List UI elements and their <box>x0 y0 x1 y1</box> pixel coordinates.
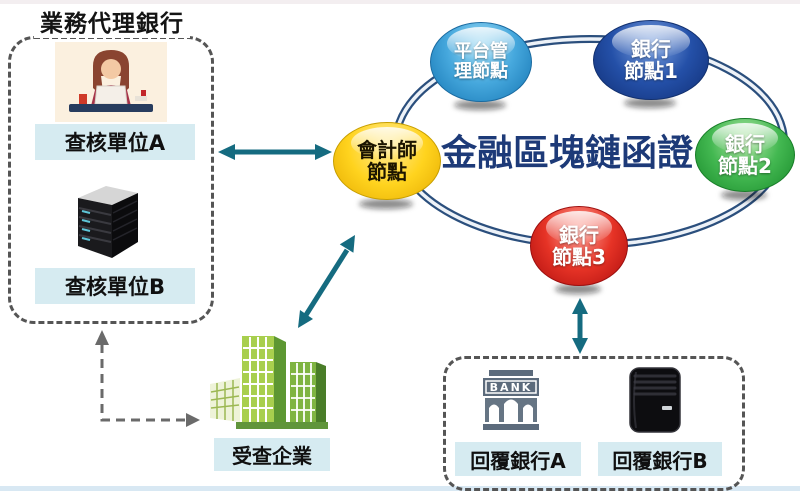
arrow-accountant-enterprise <box>298 235 355 328</box>
node-bank3-line1: 銀行 <box>559 222 599 247</box>
node-bank3-line2: 節點3 <box>552 245 606 269</box>
agency-box-title: 業務代理銀行 <box>34 4 190 38</box>
arrow-agency-accountant <box>218 144 332 160</box>
server-tower-b-icon <box>624 366 686 434</box>
enterprise-buildings-icon <box>206 328 332 436</box>
bottom-edge-strip <box>0 486 800 491</box>
reply-banks-box <box>443 356 745 491</box>
node-bank1-line2: 節點1 <box>624 59 678 83</box>
bank-building-icon: BANK <box>477 368 545 432</box>
top-edge-strip <box>0 0 800 4</box>
node-bank2-line2: 節點2 <box>718 154 772 178</box>
reply-bank-b-label: 回覆銀行B <box>598 442 722 476</box>
node-accountant: 會計師 節點 <box>333 122 441 200</box>
node-platform-line1: 平台管 <box>454 40 508 62</box>
node-shadows <box>359 98 767 294</box>
ring-title: 金融區塊鏈函證 <box>441 133 694 174</box>
audit-unit-b-label: 查核單位B <box>35 268 195 304</box>
node-bank-3: 銀行 節點3 <box>530 206 628 286</box>
auditor-person-icon <box>55 42 167 122</box>
reply-bank-a-label: 回覆銀行A <box>455 442 581 476</box>
enterprise-label: 受查企業 <box>214 438 330 471</box>
node-accountant-line2: 節點 <box>367 160 407 184</box>
node-platform-management: 平台管 理節點 <box>430 22 532 102</box>
arrow-bank3-replybox <box>572 298 588 354</box>
node-bank2-line1: 銀行 <box>725 131 765 156</box>
dashed-arrow-agency-enterprise <box>95 330 200 427</box>
node-bank-1: 銀行 節點1 <box>593 20 709 100</box>
audit-unit-a-label: 查核單位A <box>35 124 195 160</box>
server-tower-a-icon <box>70 180 146 260</box>
node-bank1-line1: 銀行 <box>631 36 671 61</box>
node-bank-2: 銀行 節點2 <box>695 118 795 192</box>
node-accountant-line1: 會計師 <box>357 137 417 162</box>
bank-sign-text: BANK <box>490 381 533 394</box>
node-platform-line2: 理節點 <box>454 61 508 82</box>
